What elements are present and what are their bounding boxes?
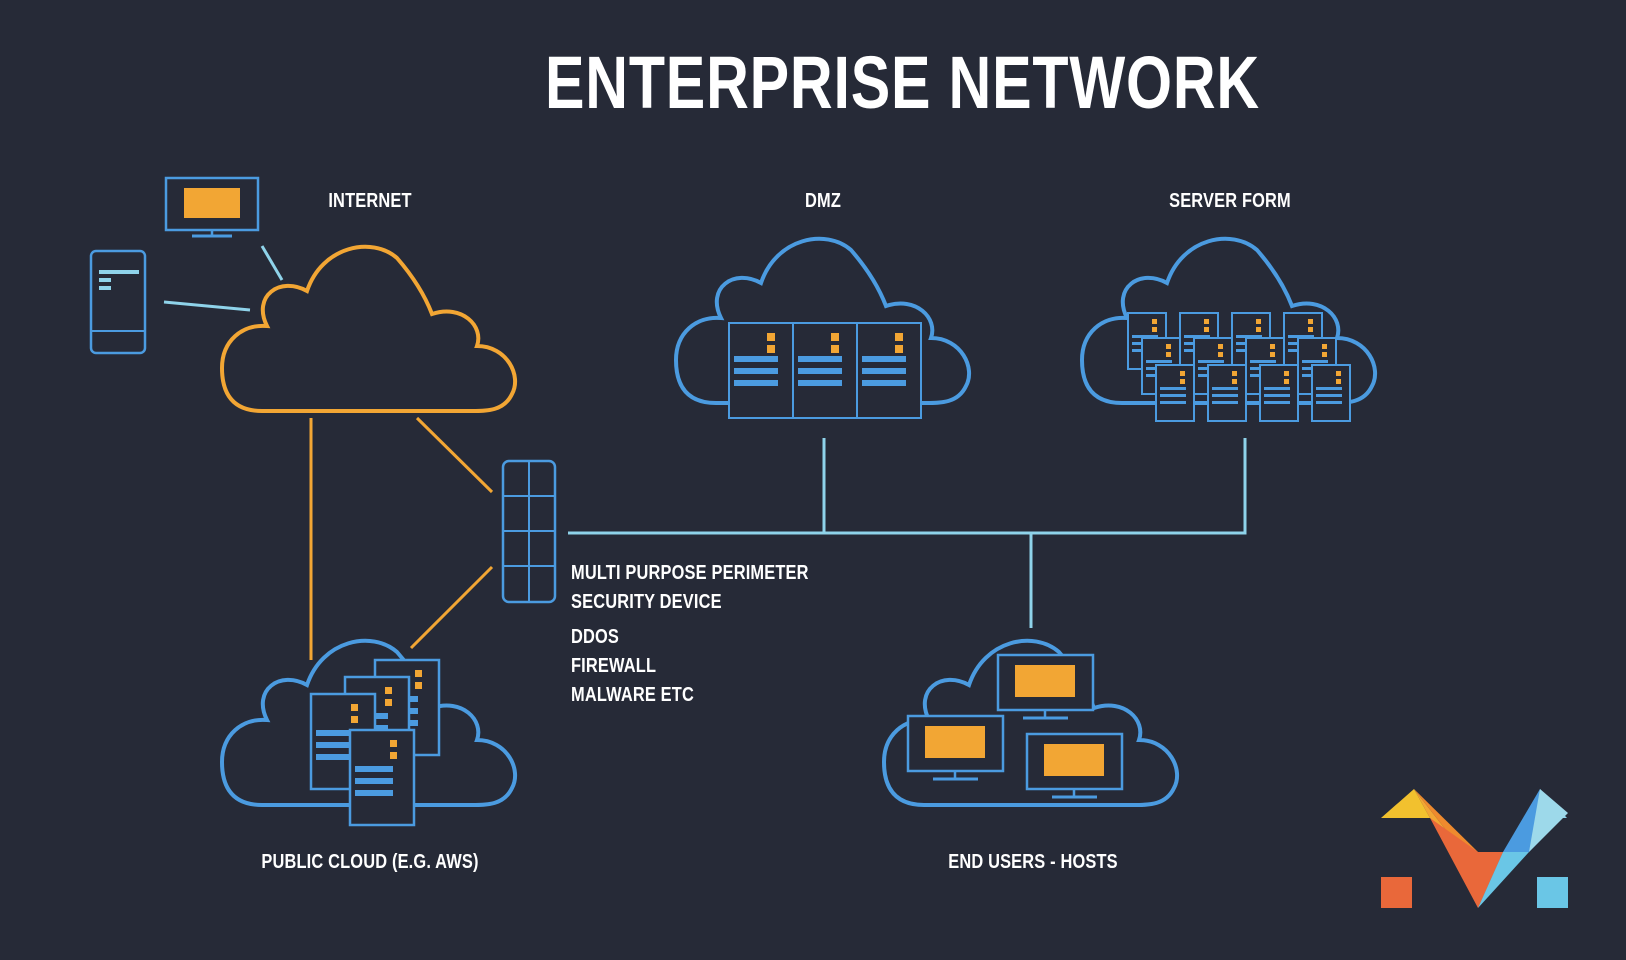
mobile-phone-icon xyxy=(89,249,147,355)
label-dmz: DMZ xyxy=(804,190,842,212)
perimeter-label-line1: MULTI PURPOSE PERIMETER xyxy=(571,562,809,584)
label-server-farm: SERVER FORM xyxy=(1169,190,1291,212)
feature-ddos: DDOS xyxy=(571,626,620,648)
perimeter-label-line2: SECURITY DEVICE xyxy=(571,591,722,613)
dmz-cloud xyxy=(674,236,972,419)
page-title: ENTERPRISE NETWORK xyxy=(545,41,1260,124)
internet-cloud xyxy=(220,244,518,413)
label-end-users: END USERS - HOSTS xyxy=(948,851,1118,873)
perimeter-security-device-icon xyxy=(501,459,557,604)
label-internet: INTERNET xyxy=(328,190,412,212)
brand-logo xyxy=(1381,789,1568,908)
label-public-cloud: PUBLIC CLOUD (E.G. AWS) xyxy=(261,851,479,873)
monitor-icon xyxy=(164,176,260,238)
links xyxy=(163,245,1247,660)
link-backbone xyxy=(568,438,1247,535)
link-public-cloud-to-perimeter xyxy=(409,565,494,650)
link-internet-to-perimeter xyxy=(415,416,494,494)
server-farm-cloud xyxy=(1080,236,1378,422)
feature-firewall: FIREWALL xyxy=(571,655,657,677)
link-phone-to-internet xyxy=(163,300,251,312)
public-cloud xyxy=(220,638,518,827)
link-monitor-to-internet xyxy=(260,245,284,281)
end-users-cloud xyxy=(882,638,1180,807)
feature-malware: MALWARE ETC xyxy=(571,684,694,706)
